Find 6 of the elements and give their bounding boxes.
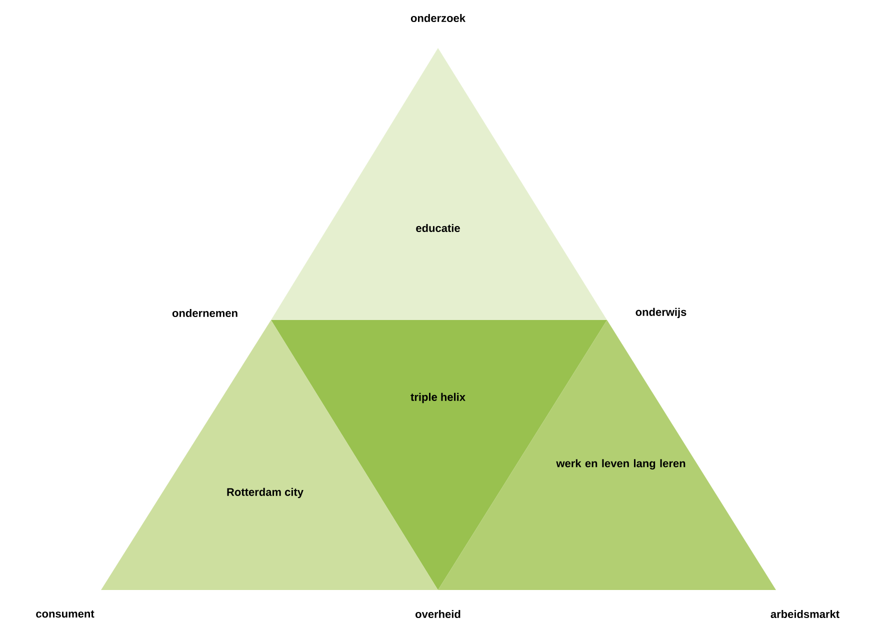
corner-label: onderzoek <box>410 14 466 22</box>
triangle: educatie <box>271 48 607 320</box>
corner-label: onderwijs <box>636 308 686 318</box>
corner-label: overheid <box>416 610 460 618</box>
corner-label: arbeidsmarkt <box>770 610 840 618</box>
corner-label: consument <box>36 610 94 618</box>
